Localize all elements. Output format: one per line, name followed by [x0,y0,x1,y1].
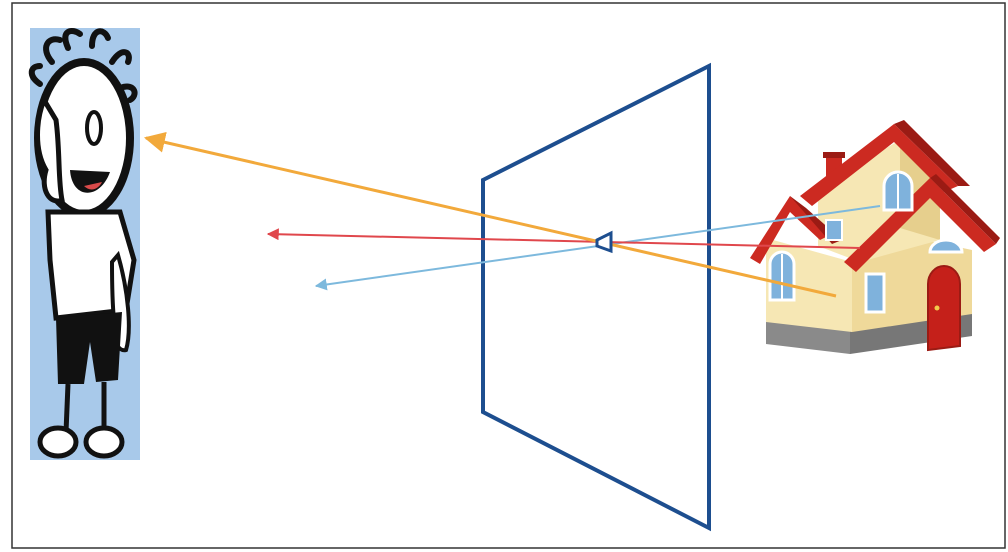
cartoon-person [30,28,140,460]
